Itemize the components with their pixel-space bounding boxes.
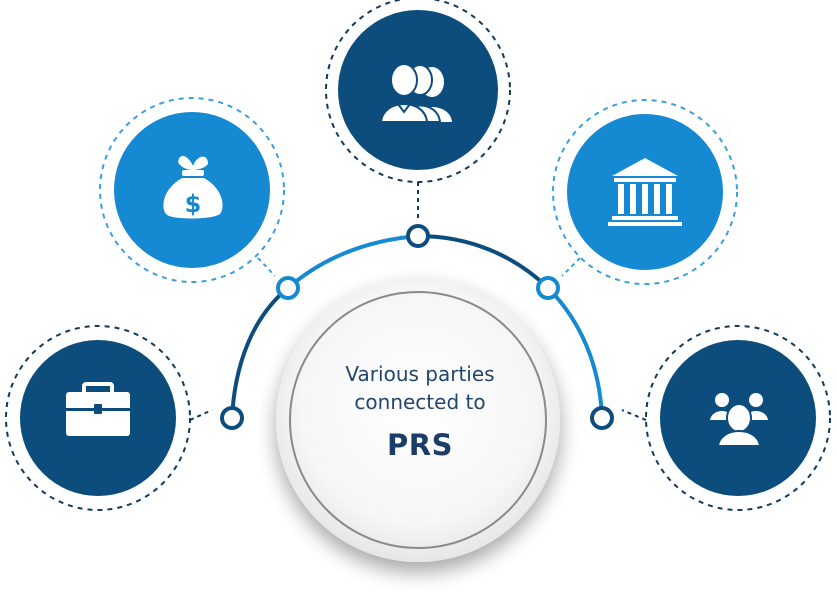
dot-top xyxy=(406,224,430,248)
connector-dots xyxy=(220,224,614,430)
dot-left xyxy=(220,406,244,430)
hub-label-prs: PRS xyxy=(387,428,453,462)
money-bag-icon: $ xyxy=(163,155,223,219)
dot-upper-right xyxy=(536,276,560,300)
dot-right xyxy=(590,406,614,430)
node-business-ring xyxy=(5,325,191,511)
node-group xyxy=(325,0,511,220)
node-community xyxy=(621,325,831,511)
node-funding-ring xyxy=(99,97,285,283)
central-hub xyxy=(276,278,560,562)
arc-segment-upper-left xyxy=(286,234,420,290)
node-business-pointer xyxy=(189,409,213,421)
hub-label-line1: Various parties xyxy=(345,362,495,386)
arc-segment-upper-right xyxy=(416,234,550,290)
node-funding: $ xyxy=(99,97,285,283)
svg-text:$: $ xyxy=(185,190,202,218)
people-icon xyxy=(710,393,768,447)
arc-segment-right xyxy=(546,286,604,420)
connector-arc xyxy=(230,234,604,420)
node-community-pointer xyxy=(621,409,647,421)
bank-icon xyxy=(608,158,682,226)
people-group-icon xyxy=(379,63,452,123)
node-bank-pointer xyxy=(561,257,581,277)
hub-label: Various parties connected to PRS xyxy=(300,360,540,462)
arc-segment-left xyxy=(230,286,290,420)
node-bank-ring xyxy=(552,99,738,285)
node-business xyxy=(5,325,213,511)
hub-label-line2: connected to xyxy=(354,390,486,414)
briefcase-icon xyxy=(66,382,130,436)
node-funding-pointer xyxy=(257,257,276,277)
node-community-ring xyxy=(645,325,831,511)
node-bank xyxy=(552,99,738,285)
dot-upper-left xyxy=(276,276,300,300)
